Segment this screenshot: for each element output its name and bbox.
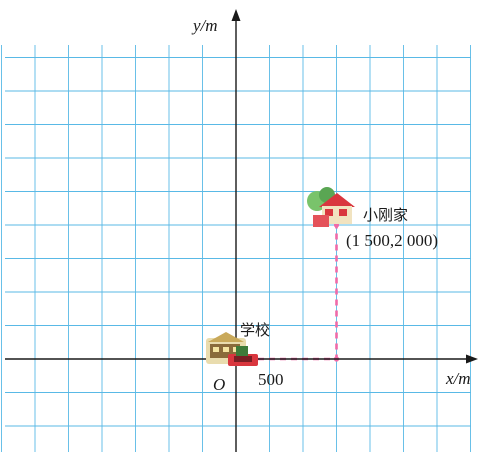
origin-label: O <box>213 375 225 394</box>
school-label: 学校 <box>240 321 270 339</box>
home-coordinate-label: (1 500,2 000) <box>346 231 438 250</box>
school-building-icon <box>206 332 258 366</box>
home-label: 小刚家 <box>363 206 408 224</box>
house-icon <box>307 187 355 227</box>
x-tick-label: 500 <box>258 370 284 389</box>
x-axis-arrow-icon <box>466 354 478 364</box>
x-axis-label: x/m <box>445 369 471 388</box>
y-axis-label: y/m <box>191 16 218 35</box>
y-axis-arrow-icon <box>231 9 241 21</box>
